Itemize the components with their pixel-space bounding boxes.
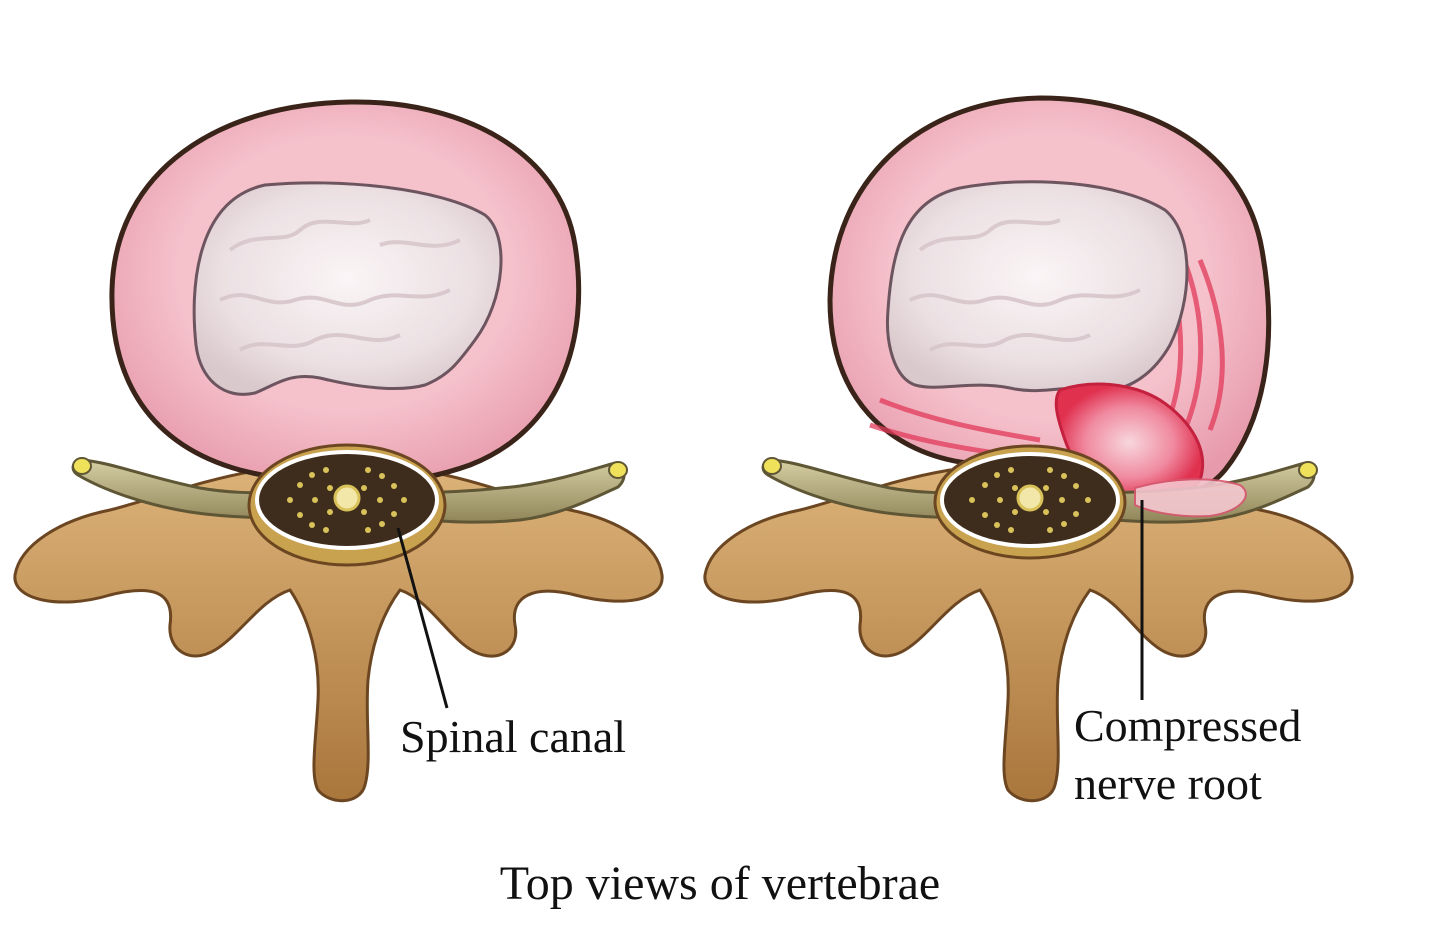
compressed-root-highlight bbox=[1134, 478, 1247, 518]
nucleus-pulposus bbox=[192, 181, 503, 396]
nerve-tip-left-herniated bbox=[762, 457, 782, 475]
herniated-vertebra bbox=[703, 95, 1354, 803]
nucleus-texture bbox=[219, 218, 461, 352]
nerve-tip-right bbox=[608, 461, 628, 479]
nucleus-pulposus-herniated bbox=[885, 180, 1189, 393]
central-canal bbox=[333, 484, 361, 512]
compressed-label-line1: Compressed bbox=[1074, 700, 1302, 751]
figure-caption: Top views of vertebrae bbox=[499, 857, 941, 910]
spinal-canal-leader bbox=[396, 527, 449, 709]
compressed-nerve-root-label: Compressed nerve root bbox=[1074, 697, 1301, 812]
vertebral-arch-herniated bbox=[703, 468, 1354, 803]
central-canal-herniated bbox=[1016, 484, 1044, 512]
compressed-label-line2: nerve root bbox=[1074, 757, 1262, 809]
spinal-canal-label: Spinal canal bbox=[400, 711, 627, 762]
nucleus-texture-herniated bbox=[909, 218, 1141, 352]
nerve-tip-left bbox=[72, 457, 92, 475]
cord-fibers bbox=[287, 467, 407, 533]
nerve-tip-right-herniated bbox=[1298, 461, 1318, 479]
normal-vertebra bbox=[13, 99, 664, 803]
vertebral-arch bbox=[13, 468, 664, 803]
cord-fibers-herniated bbox=[969, 467, 1091, 533]
